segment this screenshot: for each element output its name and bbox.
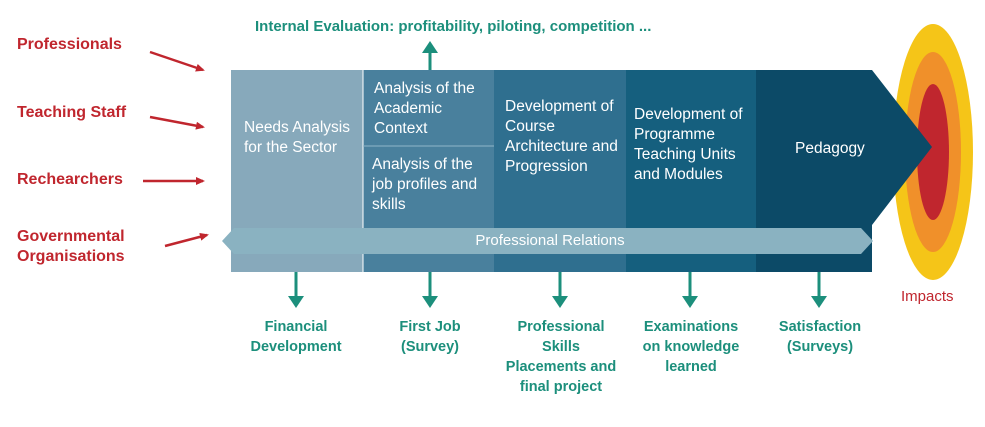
input-arrow-governmental: [164, 232, 209, 248]
outcome-first-job: First Job (Survey): [399, 319, 461, 355]
stage-needs-analysis-label: Needs Analysis for the Sector: [244, 119, 350, 156]
input-governmental-organisations: Governmental Organisations: [17, 228, 125, 265]
outcome-arrow-first-job: [422, 272, 438, 308]
input-professionals: Professionals: [17, 36, 122, 53]
stage-pedagogy-label: Pedagogy: [795, 140, 865, 157]
outcome-financial-development: Financial Development: [250, 319, 342, 355]
outcome-professional-skills: Professional Skills Placements and final…: [505, 319, 617, 395]
stage-academic-context-label: Analysis of the Academic Context: [374, 80, 475, 137]
input-arrow-professionals: [149, 50, 205, 72]
impacts-label: Impacts: [901, 288, 954, 305]
input-arrow-teaching-staff: [149, 115, 205, 130]
stage-programme-units-label: Development of Programme Teaching Units …: [634, 106, 743, 183]
outcome-arrow-satisfaction: [811, 272, 827, 308]
outcome-examinations: Examinations on knowledge learned: [642, 319, 740, 375]
outcome-arrow-skills: [552, 272, 568, 308]
input-teaching-staff: Teaching Staff: [17, 104, 127, 121]
evaluation-arrow-head: [422, 41, 438, 53]
outcome-arrow-examinations: [682, 272, 698, 308]
stage-pedagogy-arrow-block: [756, 70, 932, 272]
input-researchers: Rechearchers: [17, 171, 123, 188]
impact-ring-inner: [917, 84, 949, 220]
outcome-satisfaction: Satisfaction (Surveys): [778, 319, 862, 355]
professional-relations-label: Professional Relations: [475, 232, 625, 249]
stage-job-profiles-label: Analysis of the job profiles and skills: [372, 156, 478, 213]
stage-course-architecture-label: Development of Course Architecture and P…: [505, 98, 618, 175]
internal-evaluation-label: Internal Evaluation: profitability, pilo…: [255, 18, 652, 35]
outcome-arrow-financial: [288, 272, 304, 308]
professional-relations-bar: [222, 228, 873, 254]
